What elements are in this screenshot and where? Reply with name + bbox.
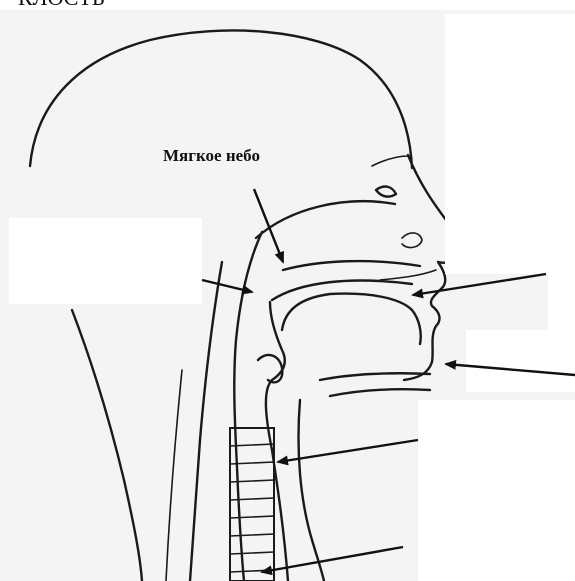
neck-back-outline: [72, 310, 142, 581]
blank-label-right-2: [466, 330, 575, 392]
palate-upper: [283, 261, 420, 270]
palate-lower: [272, 281, 412, 300]
arrow-soft-palate: [254, 189, 283, 262]
tongue-outline: [282, 294, 421, 344]
eyebrow: [372, 156, 408, 166]
pharynx-back-wall: [234, 232, 262, 581]
nasal-cavity-roof: [256, 201, 395, 238]
blank-label-right-3: [418, 400, 575, 581]
trachea-front: [299, 400, 325, 581]
blank-label-right-1: [548, 274, 575, 330]
blank-label-left: [9, 218, 202, 304]
lip-line: [380, 270, 436, 280]
soft-palate-label: Мягкое небо: [163, 146, 260, 166]
spine-outline: [190, 262, 222, 581]
arrow-trachea: [262, 547, 403, 572]
pharynx-front-wall: [266, 302, 288, 581]
spine-inner: [166, 370, 182, 581]
eye-icon: [376, 187, 396, 197]
nostril: [402, 233, 422, 248]
larynx-line-lower: [330, 389, 430, 396]
arrow-oral-cavity: [413, 274, 546, 295]
epiglottis: [258, 355, 282, 382]
blank-label-top-right: [445, 14, 575, 274]
